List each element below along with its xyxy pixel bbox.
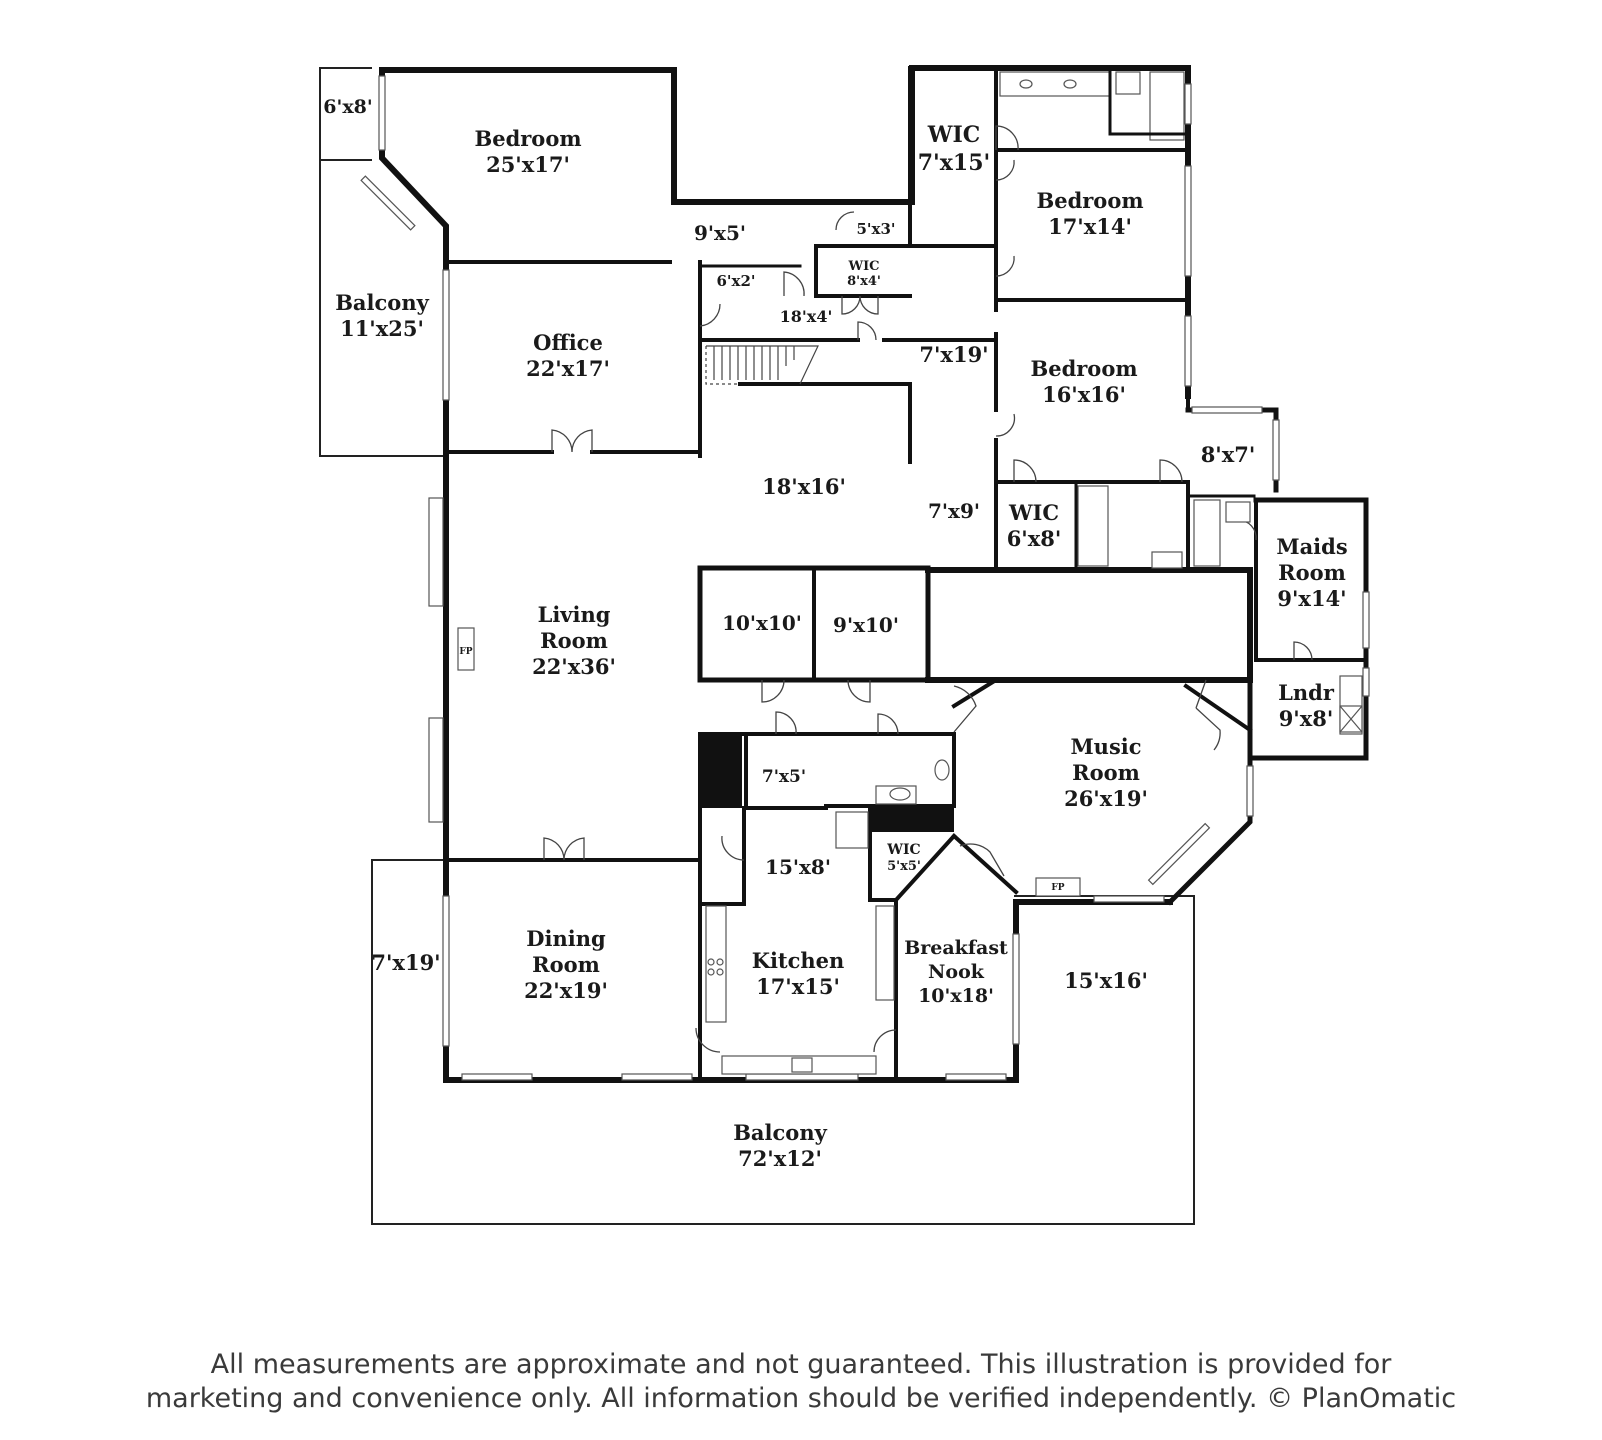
balcony-west-name: Balcony [335,290,429,315]
hall-15x8-dim: 15'x8' [765,855,831,879]
music-room-name2: Room [1072,760,1140,785]
dining-room-name2: Room [532,952,600,977]
bedroom-e-dim: 16'x16' [1042,382,1126,407]
closet-6x2-dim: 6'x2' [716,272,755,290]
room-10x10-dim: 10'x10' [722,611,802,635]
living-room-name1: Living [538,602,611,627]
wic-5x5-dim: 5'x5' [887,859,921,874]
laundry-dim: 9'x8' [1279,706,1334,731]
music-room-dim: 26'x19' [1064,786,1148,811]
hall-9x5-dim: 9'x5' [694,221,746,245]
pantry-7x5-dim: 7'x5' [762,767,806,787]
bedroom-nw-name: Bedroom [474,126,581,151]
music-room-name1: Music [1070,734,1141,759]
kitchen-name: Kitchen [752,948,845,973]
foyer-18x16-dim: 18'x16' [762,474,846,499]
fireplace-music-label: FP [1051,883,1064,893]
room-8x7-dim: 8'x7' [1201,442,1256,467]
wic-8x4-dim: 8'x4' [847,274,881,289]
hall-7x9-dim: 7'x9' [928,499,980,523]
wic-6x8-name: WIC [1008,500,1059,525]
office-dim: 22'x17' [526,356,610,381]
balcony-south-dim: 72'x12' [738,1146,822,1171]
room-labels: 6'x8' Bedroom 25'x17' Balcony 11'x25' 9'… [323,96,1347,1171]
dining-room-name1: Dining [526,926,606,951]
wic-8x4-name: WIC [847,259,879,274]
closet-5x3-dim: 5'x3' [856,220,895,238]
balcony-corner-dim: 6'x8' [323,96,372,118]
stairs [705,345,819,385]
laundry-name: Lndr [1278,680,1335,705]
dining-room-dim: 22'x19' [524,978,608,1003]
living-room-name2: Room [540,628,608,653]
walls [379,65,1369,1083]
bedroom-nw-dim: 25'x17' [486,152,570,177]
hall-7x19-dim: 7'x19' [919,342,988,367]
breakfast-nook-name2: Nook [928,961,985,983]
hall-18x4-dim: 18'x4' [780,307,833,326]
structural-column [872,806,954,832]
bedroom-ne-name: Bedroom [1036,188,1143,213]
breakfast-nook-name1: Breakfast [904,937,1008,959]
fireplace-living-label: FP [459,647,472,657]
maids-room-name2: Room [1278,560,1346,585]
wic-7x15-dim: 7'x15' [918,150,991,176]
fixtures [457,66,1363,1075]
wic-5x5-name: WIC [886,842,920,858]
disclaimer-line-2: marketing and convenience only. All info… [145,1383,1457,1414]
balcony-west-dim: 11'x25' [340,316,424,341]
wic-6x8-dim: 6'x8' [1007,526,1062,551]
structural-column [700,734,742,808]
balcony-south-name: Balcony [733,1120,827,1145]
balcony-outlines [319,67,1195,1225]
room-9x10-dim: 9'x10' [833,613,899,637]
office-name: Office [533,330,603,355]
floor-plan: 6'x8' Bedroom 25'x17' Balcony 11'x25' 9'… [319,65,1370,1225]
maids-room-dim: 9'x14' [1277,586,1346,611]
wic-7x15-name: WIC [927,122,981,148]
kitchen-dim: 17'x15' [756,974,840,999]
bedroom-e-name: Bedroom [1030,356,1137,381]
balcony-west2-dim: 7'x19' [371,950,440,975]
living-room-dim: 22'x36' [532,654,616,679]
disclaimer-line-1: All measurements are approximate and not… [210,1349,1392,1380]
maids-room-name1: Maids [1276,534,1347,559]
disclaimer: All measurements are approximate and not… [0,1348,1602,1416]
windows [360,75,1370,1081]
bedroom-ne-dim: 17'x14' [1048,214,1132,239]
terrace-15x16-dim: 15'x16' [1064,968,1148,993]
breakfast-nook-dim: 10'x18' [918,985,994,1007]
